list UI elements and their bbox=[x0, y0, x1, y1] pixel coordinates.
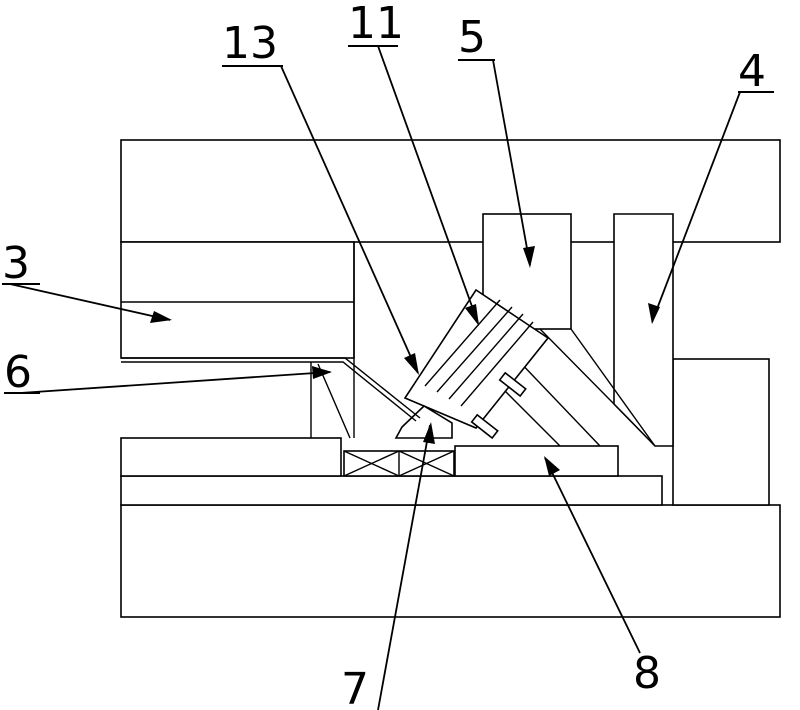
part-13-stripe-1 bbox=[424, 299, 501, 387]
part-6-inner-contour bbox=[310, 362, 351, 439]
part-13-stripe-2 bbox=[436, 306, 513, 393]
arrowhead-4 bbox=[648, 303, 660, 324]
arrowhead-11 bbox=[465, 304, 479, 326]
lower-plate-lower bbox=[120, 437, 342, 477]
guide-line-2 bbox=[539, 328, 615, 405]
part-3-block bbox=[120, 241, 355, 359]
leader-5 bbox=[492, 59, 531, 266]
part-13-stripe-4 bbox=[460, 321, 534, 407]
spring-x-2b bbox=[398, 450, 455, 477]
leader-11 bbox=[377, 45, 479, 324]
leader-7 bbox=[377, 424, 431, 710]
label-4: 4 bbox=[738, 46, 766, 97]
lower-plate-upper bbox=[120, 475, 663, 506]
guide-line-1 bbox=[570, 328, 656, 447]
guide-line-4 bbox=[495, 381, 561, 447]
label-8: 8 bbox=[633, 648, 661, 699]
part-6-sheet-lower bbox=[121, 361, 417, 422]
label-6: 6 bbox=[4, 347, 32, 398]
part-7-punch bbox=[394, 404, 453, 439]
pin-lower bbox=[470, 413, 499, 440]
arrowhead-6 bbox=[312, 366, 332, 379]
label-13: 13 bbox=[222, 18, 278, 69]
label-5: 5 bbox=[458, 12, 486, 63]
part-4-wedge bbox=[613, 213, 674, 447]
part-13-stripe-3 bbox=[448, 313, 524, 400]
leader-8 bbox=[544, 457, 641, 654]
leader-13 bbox=[280, 65, 419, 374]
arrowhead-8 bbox=[544, 456, 560, 476]
arrowhead-13 bbox=[404, 353, 419, 375]
spring-x-1b bbox=[343, 450, 400, 477]
part-8-block bbox=[454, 445, 619, 477]
part-13-inclined-block bbox=[403, 288, 550, 429]
leader-4 bbox=[651, 91, 741, 323]
lower-die-plate bbox=[120, 504, 781, 618]
arrowhead-5 bbox=[523, 246, 535, 268]
leader-6 bbox=[19, 371, 331, 394]
arrowhead-3 bbox=[150, 311, 172, 323]
label-3: 3 bbox=[2, 238, 30, 289]
guide-line-3 bbox=[515, 357, 601, 447]
label-7: 7 bbox=[341, 664, 369, 710]
label-11: 11 bbox=[348, 0, 404, 49]
right-support-block bbox=[672, 358, 770, 506]
upper-die-plate bbox=[120, 139, 781, 243]
arrowhead-7 bbox=[423, 422, 435, 444]
part-6-sheet-upper bbox=[121, 357, 421, 419]
leader-3 bbox=[9, 283, 171, 321]
pin-upper bbox=[498, 371, 527, 398]
part-5-block bbox=[482, 213, 572, 330]
